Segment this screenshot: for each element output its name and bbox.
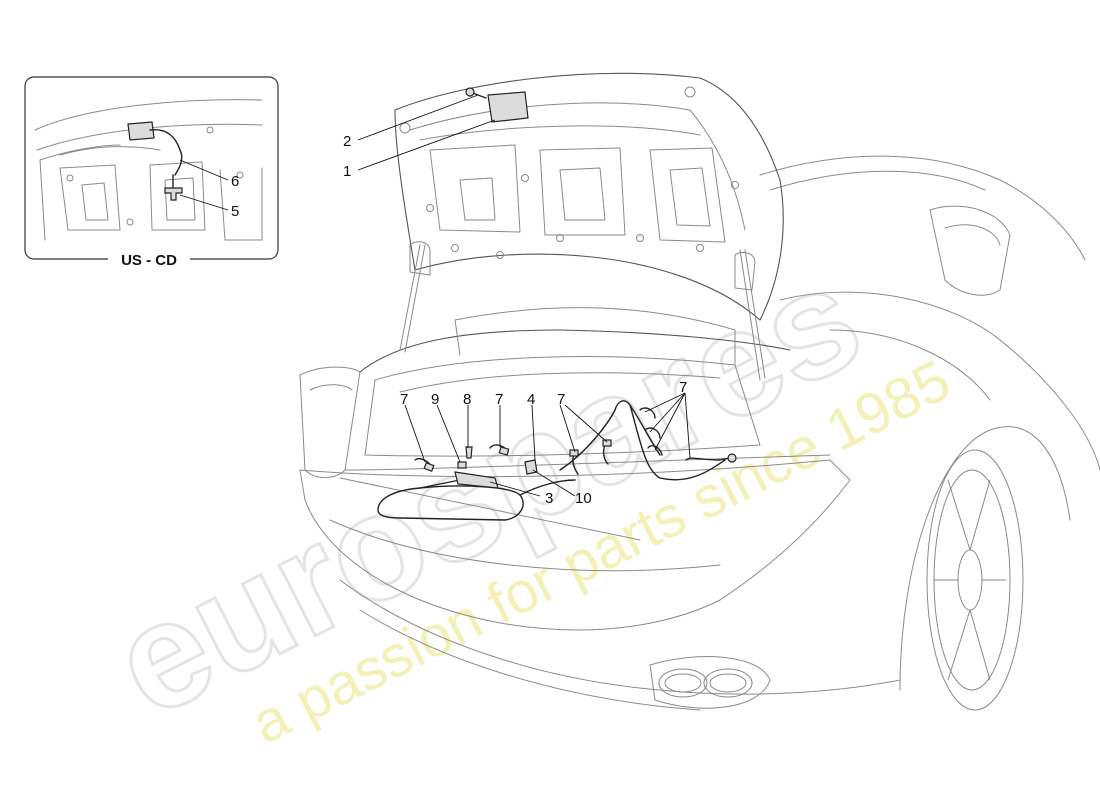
- inset-release-handle: [164, 187, 183, 201]
- callout-7-right: 7: [679, 379, 687, 396]
- release-cable-harness: [377, 400, 737, 521]
- car-body-outline: [299, 155, 1100, 711]
- callout-7-mid-right: 7: [557, 391, 565, 408]
- callout-4: 4: [527, 391, 535, 408]
- callout-7-left: 7: [400, 391, 408, 408]
- callout-7-mid-left: 7: [495, 391, 503, 408]
- lid-lock-module: [487, 91, 529, 123]
- callout-leaders: [357, 94, 691, 497]
- callout-1: 1: [343, 163, 351, 180]
- inset-callout-6: 6: [231, 173, 239, 190]
- callout-10: 10: [575, 490, 592, 507]
- inset-callout-5: 5: [231, 203, 239, 220]
- callout-2: 2: [343, 133, 351, 150]
- callout-9: 9: [431, 391, 439, 408]
- inset-us-cd: 6 5 US - CD: [24, 76, 279, 269]
- callout-3: 3: [545, 490, 553, 507]
- inset-label: US - CD: [121, 252, 177, 269]
- release-handle: [454, 471, 499, 489]
- trunk-lid: [394, 72, 784, 381]
- callout-numbers: 2 1 7 9 8 7 4 7 7 3 10: [343, 133, 687, 507]
- callout-8: 8: [463, 391, 471, 408]
